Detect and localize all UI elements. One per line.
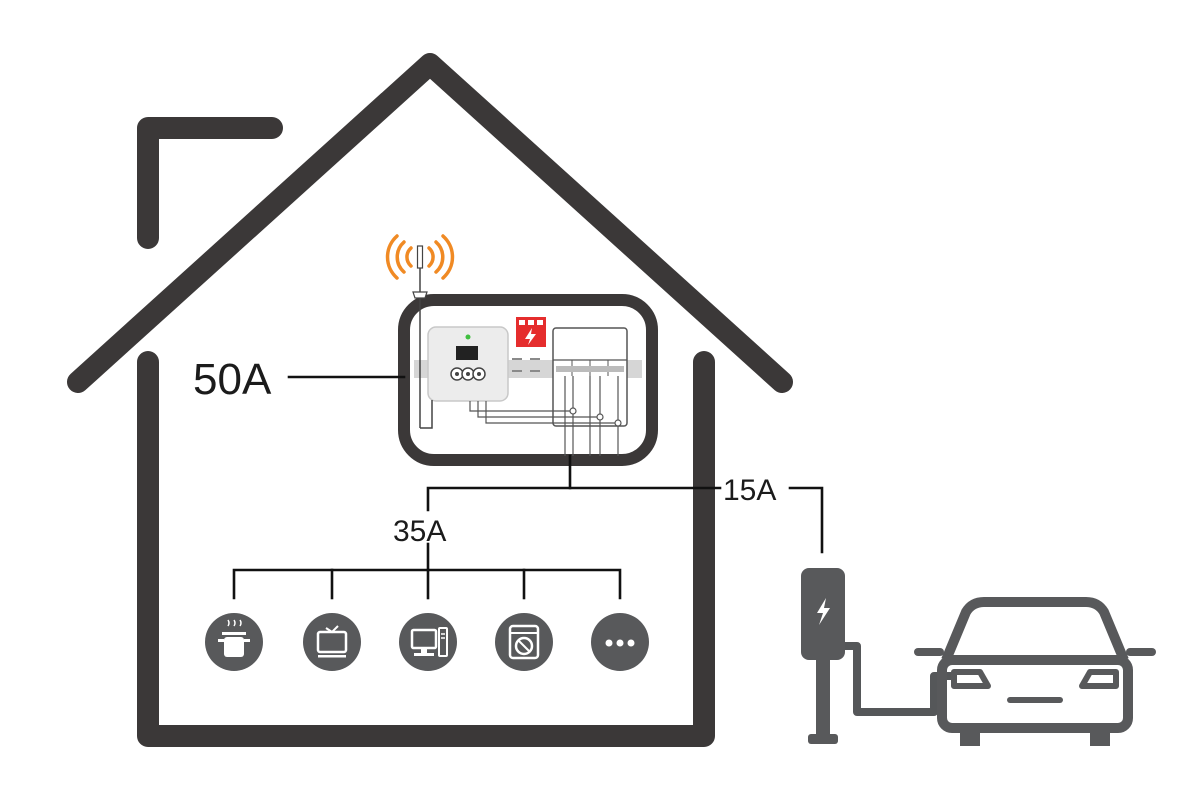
status-led	[465, 334, 471, 340]
television-icon	[303, 613, 361, 671]
car-roof	[941, 597, 1129, 662]
main-current-label: 50A	[193, 355, 272, 404]
lightning-bolt-icon	[817, 598, 830, 625]
house-chimney	[137, 117, 283, 249]
appliance-row	[205, 613, 649, 671]
house-current-label: 35A	[393, 515, 446, 548]
charger-post	[816, 660, 830, 736]
more-dots-icon	[591, 613, 649, 671]
car-body	[937, 655, 1133, 733]
charger-current-label: 15A	[723, 474, 776, 507]
ct-wires	[469, 376, 619, 456]
device-buttons	[450, 367, 486, 381]
distribution-box	[398, 294, 658, 466]
antenna-signal-icon	[385, 234, 455, 299]
car-icon	[914, 597, 1156, 746]
computer-icon	[399, 613, 457, 671]
rail-marks	[512, 358, 540, 372]
house-roof	[67, 53, 793, 393]
device-display	[456, 346, 478, 360]
washing-machine-icon	[495, 613, 553, 671]
ct-clamps	[569, 407, 622, 427]
load-controller-device	[427, 326, 509, 402]
house-outline	[67, 53, 793, 747]
charger-base	[808, 734, 838, 744]
distribution-wiring	[232, 454, 824, 600]
house-walls	[137, 351, 715, 747]
cooking-pot-icon	[205, 613, 263, 671]
